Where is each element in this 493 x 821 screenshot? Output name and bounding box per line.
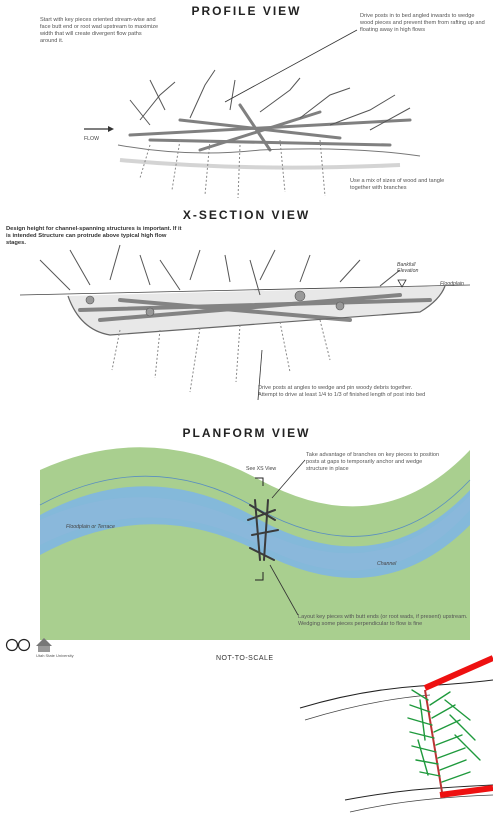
channel-label: Channel [377, 561, 396, 567]
xsection-note-left: Design height for channel-spanning struc… [6, 226, 186, 247]
flow-arrow-icon [84, 126, 114, 132]
inset-sketch [300, 658, 493, 812]
planform-floodplain-label: Floodplain or Terrace [66, 524, 115, 530]
usu-logo-text: Utah State University [36, 653, 74, 658]
xsection-view-title: X-SECTION VIEW [0, 208, 493, 222]
planform-view-title: PLANFORM VIEW [0, 426, 493, 440]
profile-view-drawing [84, 30, 420, 198]
planform-view-drawing [40, 447, 470, 640]
xsection-floodplain-label: Floodplain [440, 281, 464, 287]
bankfull-label: Bankfull Elevation [397, 262, 437, 274]
planform-note-bottom: Layout key pieces with butt ends (or roo… [298, 614, 478, 628]
planform-note-top: Take advantage of branches on key pieces… [306, 452, 441, 473]
xsection-note-bottom: Drive posts at angles to wedge and pin w… [258, 385, 428, 399]
cc-license-icon [7, 640, 30, 651]
not-to-scale-label: NOT-TO-SCALE [216, 655, 274, 662]
usu-logo-icon [36, 638, 52, 652]
see-xs-view-label: See XS View [246, 466, 276, 472]
